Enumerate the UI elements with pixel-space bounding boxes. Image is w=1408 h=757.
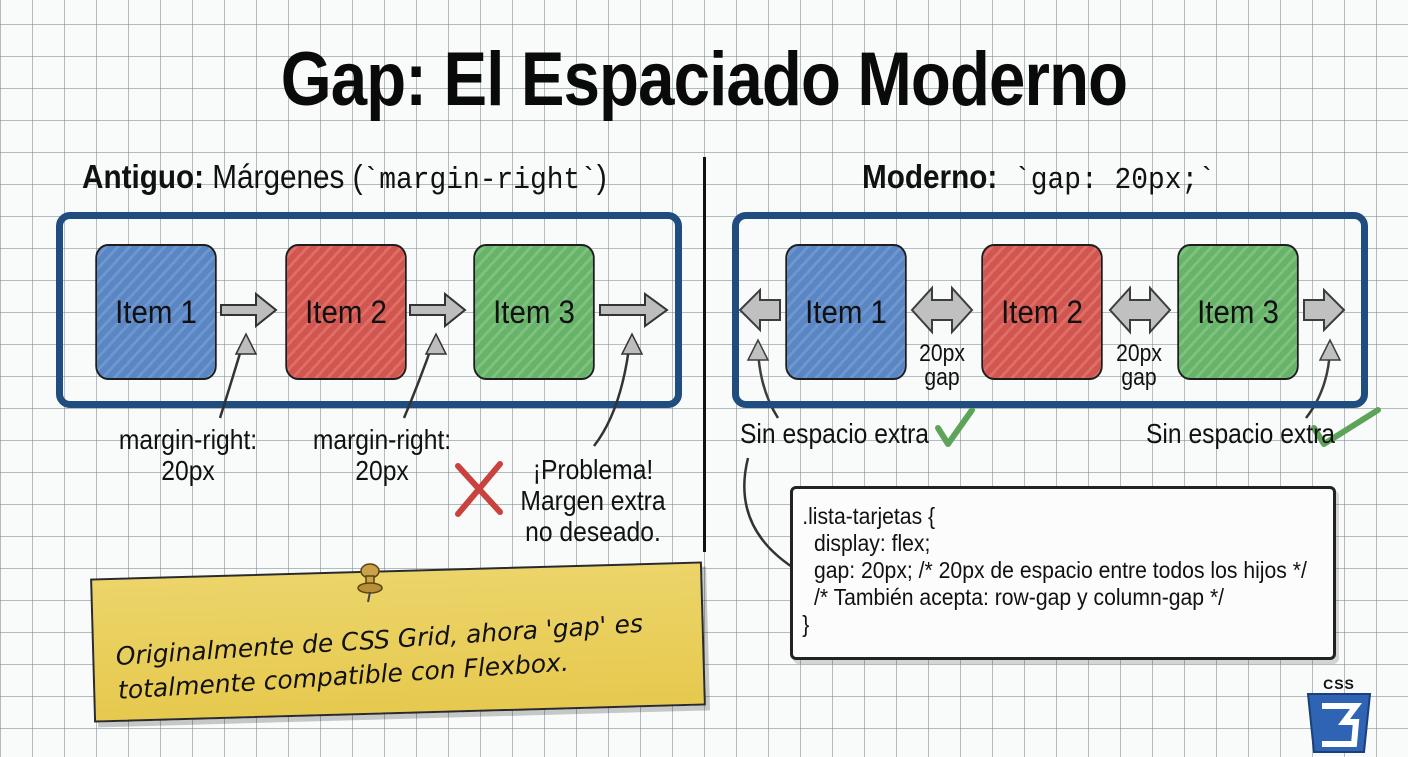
margin-annotation-2: margin-right: 20px xyxy=(312,424,453,486)
annotation-line: 20px xyxy=(161,455,215,486)
gap-label-1: 20px gap xyxy=(916,342,969,390)
left-item-3: Item 3 xyxy=(473,244,595,380)
edge-note-right: Sin espacio extra xyxy=(1146,418,1336,449)
section-divider xyxy=(703,157,706,552)
css3-logo-label: CSS xyxy=(1323,676,1355,692)
right-item-2: Item 2 xyxy=(981,244,1103,380)
right-heading-code: `gap: 20px;` xyxy=(997,163,1215,198)
gap-word: gap xyxy=(924,364,960,391)
margin-annotation-1: margin-right: 20px xyxy=(118,424,259,486)
cross-icon xyxy=(455,461,503,517)
problem-line: no deseado. xyxy=(525,516,661,547)
sticky-note: Originalmente de CSS Grid, ahora 'gap' e… xyxy=(90,561,706,723)
margin-arrow-icon xyxy=(220,291,669,329)
right-item-3-label: Item 3 xyxy=(1197,293,1279,330)
css3-logo: CSS xyxy=(1304,676,1374,753)
left-item-1: Item 1 xyxy=(95,244,217,380)
right-item-3: Item 3 xyxy=(1177,244,1299,380)
left-item-2: Item 2 xyxy=(285,244,407,380)
css3-shield-icon xyxy=(1306,693,1372,753)
gap-word: gap xyxy=(1121,364,1157,391)
code-text: .lista-tarjetas { display: flex; gap: 20… xyxy=(802,503,1307,637)
left-item-2-label: Item 2 xyxy=(305,293,387,330)
right-item-1-label: Item 1 xyxy=(805,293,887,330)
left-item-1-label: Item 1 xyxy=(115,293,197,330)
left-heading-text: Márgenes ( xyxy=(204,158,363,195)
left-heading: Antiguo: Márgenes (`margin-right`) xyxy=(82,158,607,198)
annotation-line: margin-right: xyxy=(312,424,452,455)
gap-value: 20px xyxy=(919,340,965,367)
left-heading-bold: Antiguo: xyxy=(82,158,205,195)
right-item-2-label: Item 2 xyxy=(1001,293,1083,330)
gap-arrow-icon xyxy=(738,285,1346,335)
left-heading-code: `margin-right` xyxy=(362,163,597,198)
page-title: Gap: El Espaciado Moderno xyxy=(280,37,1128,122)
edge-note-left: Sin espacio extra xyxy=(740,418,930,449)
right-item-1: Item 1 xyxy=(785,244,907,380)
annotation-line: 20px xyxy=(355,455,409,486)
annotation-line: margin-right: xyxy=(118,424,258,455)
code-snippet: .lista-tarjetas { display: flex; gap: 20… xyxy=(790,486,1336,660)
pushpin-icon xyxy=(357,563,383,603)
problem-note: ¡Problema! Margen extra no deseado. xyxy=(509,454,676,547)
checkmark-icon xyxy=(935,407,1381,447)
gap-value: 20px xyxy=(1116,340,1162,367)
right-heading-bold: Moderno: xyxy=(862,158,998,195)
gap-label-2: 20px gap xyxy=(1113,342,1166,390)
left-heading-close: ) xyxy=(596,158,607,195)
right-heading: Moderno: `gap: 20px;` xyxy=(862,158,1215,198)
problem-line: Margen extra xyxy=(520,485,666,516)
left-item-3-label: Item 3 xyxy=(493,293,575,330)
sticky-note-text: Originalmente de CSS Grid, ahora 'gap' e… xyxy=(114,608,644,705)
problem-line: ¡Problema! xyxy=(532,454,654,485)
